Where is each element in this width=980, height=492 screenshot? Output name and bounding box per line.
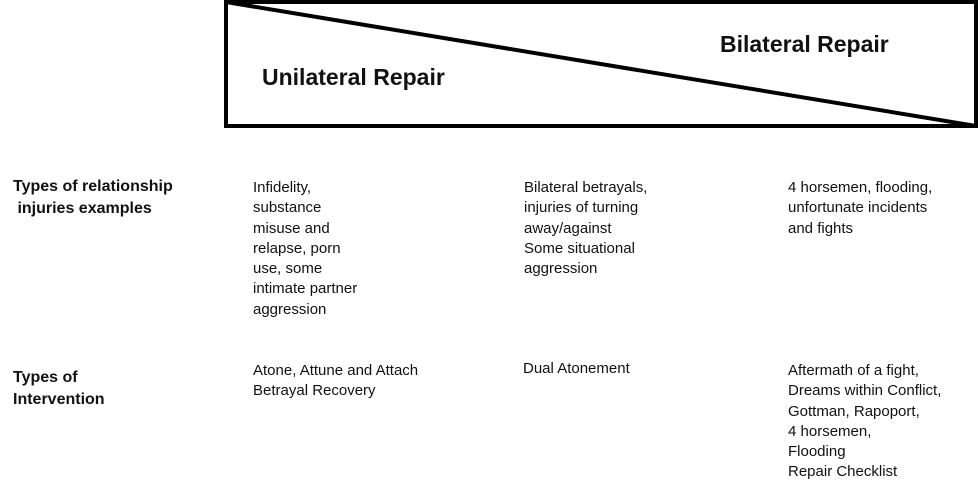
cell-line: relapse, porn (253, 239, 341, 257)
intervention-bilateral-cell: Aftermath of a fight, Dreams within Conf… (788, 361, 941, 483)
cell-line: Dual Atonement (523, 360, 630, 377)
cell-line: Gottman, Rapoport, (788, 402, 920, 420)
cell-line: Repair Checklist (788, 463, 898, 481)
cell-line: injuries of turning (524, 199, 639, 217)
intervention-middle-cell: Dual Atonement (523, 359, 630, 379)
cell-line: use, some (253, 260, 323, 278)
cell-line: Aftermath of a fight, (788, 362, 919, 379)
cell-line: 4 horsemen, (788, 422, 872, 440)
cell-line: substance (253, 199, 322, 217)
cell-line: unfortunate incidents (788, 199, 928, 217)
cell-line: intimate partner (253, 280, 358, 298)
cell-line: away/against (524, 219, 612, 237)
repair-spectrum-box (224, 0, 978, 130)
cell-line: Betrayal Recovery (253, 382, 376, 400)
cell-line: Dreams within Conflict, (788, 382, 942, 400)
row-label-line: Intervention (13, 391, 105, 408)
cell-line: Bilateral betrayals, (524, 179, 648, 196)
spectrum-wedge-graphic (224, 0, 978, 128)
cell-line: 4 horsemen, flooding, (788, 179, 933, 196)
row-label-line: injuries examples (13, 200, 152, 217)
cell-line: Atone, Attune and Attach (253, 362, 419, 379)
injuries-bilateral-cell: 4 horsemen, flooding, unfortunate incide… (788, 178, 932, 239)
row-label-intervention: Types of Intervention (13, 367, 105, 411)
row-label-injuries: Types of relationship injuries examples (13, 176, 173, 220)
spectrum-diagonal (225, 0, 977, 128)
cell-line: and fights (788, 219, 854, 237)
cell-line: aggression (524, 260, 598, 278)
cell-line: Some situational (524, 239, 635, 257)
bilateral-repair-label: Bilateral Repair (720, 31, 889, 57)
cell-line: Flooding (788, 443, 846, 461)
cell-line: aggression (253, 300, 327, 318)
row-label-line: Types of relationship (13, 178, 173, 195)
intervention-unilateral-cell: Atone, Attune and Attach Betrayal Recove… (253, 361, 418, 402)
cell-line: Infidelity, (253, 179, 312, 196)
unilateral-repair-label: Unilateral Repair (262, 64, 445, 90)
row-label-line: Types of (13, 369, 78, 386)
injuries-middle-cell: Bilateral betrayals, injuries of turning… (524, 178, 647, 279)
cell-line: misuse and (253, 219, 330, 237)
injuries-unilateral-cell: Infidelity, substance misuse and relapse… (253, 178, 357, 320)
